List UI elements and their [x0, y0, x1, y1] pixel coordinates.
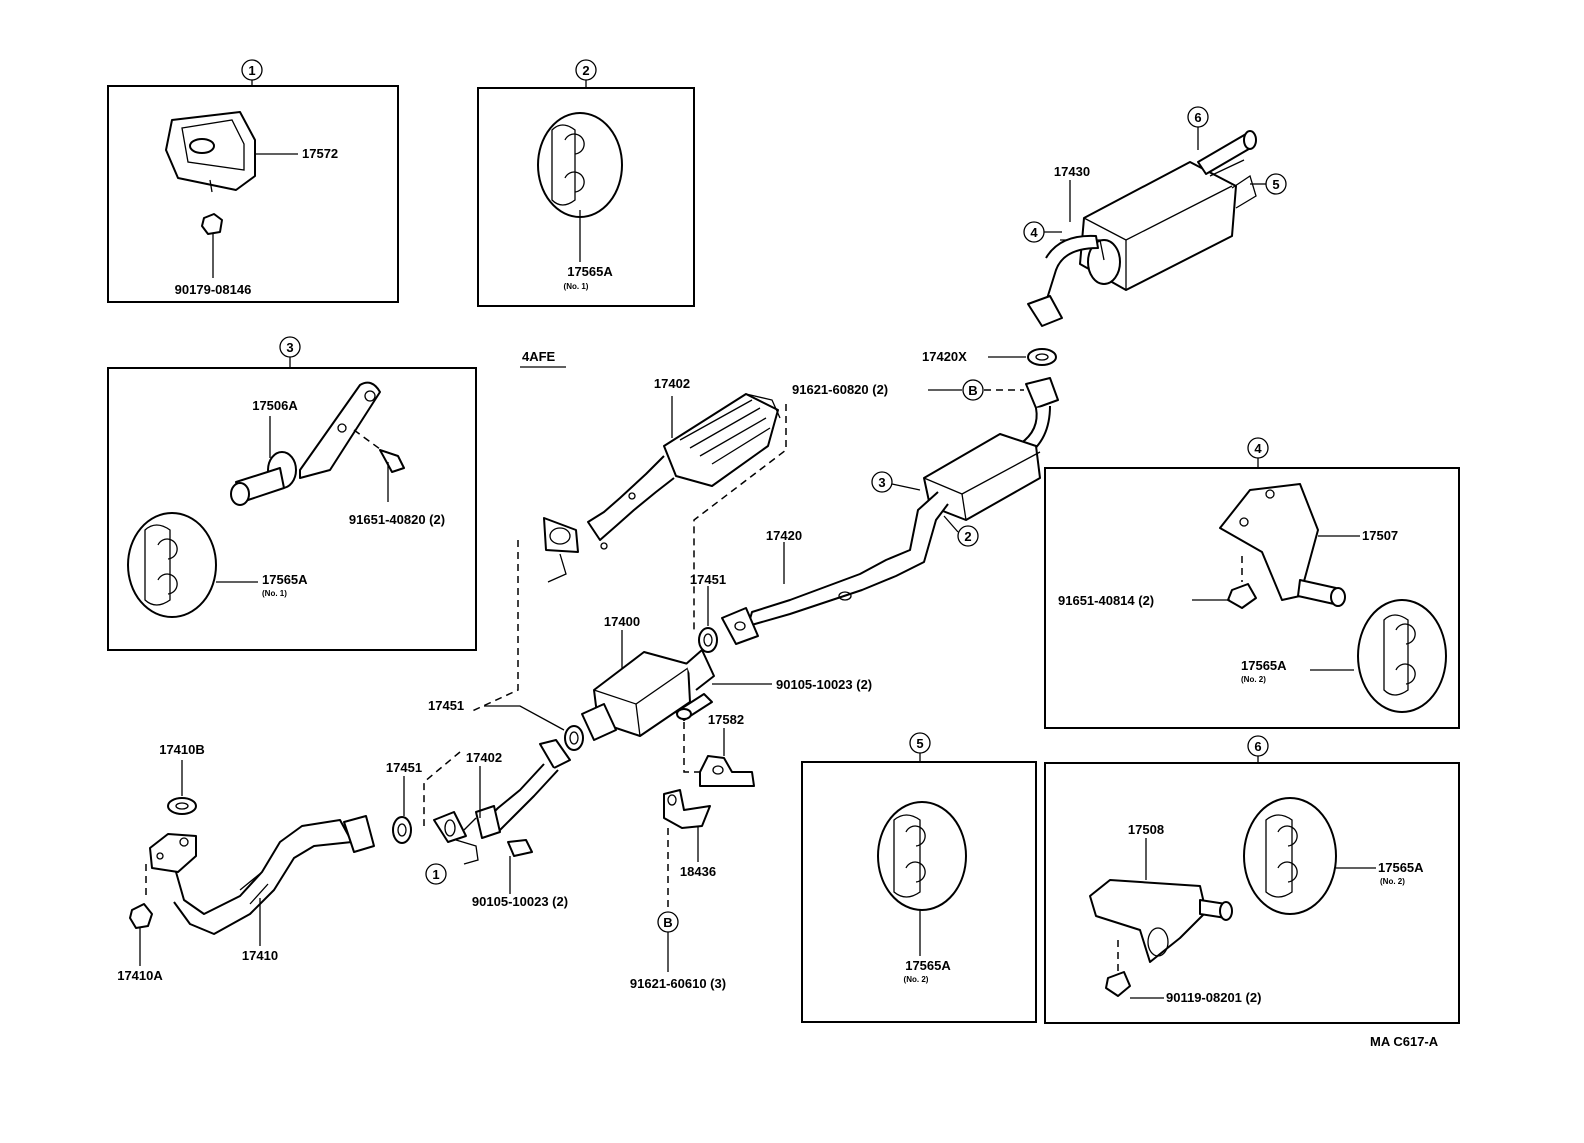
bracket-18436-drawing: [663, 789, 711, 829]
label-17565A-box6: 17565A: [1378, 860, 1424, 875]
bracket-17582-drawing: [699, 755, 755, 787]
label-17451-c: 17451: [386, 760, 422, 775]
label-17402-low: 17402: [466, 750, 502, 765]
bolt-90119-08201-drawing: [1105, 940, 1131, 997]
label-17506A: 17506A: [252, 398, 298, 413]
box-3-frame: [107, 367, 477, 651]
label-17451-a: 17451: [690, 572, 726, 587]
callout-3-number: 3: [286, 340, 293, 355]
label-17508: 17508: [1128, 822, 1164, 837]
callout-5-number: 5: [916, 736, 923, 751]
callout-6-number: 6: [1254, 739, 1261, 754]
tail-muffler-17430-drawing: [1027, 130, 1257, 327]
label-17565A-box4: 17565A: [1241, 658, 1287, 673]
label-17420: 17420: [766, 528, 802, 543]
rubber-hanger-17565A-box6-drawing: [1243, 797, 1337, 915]
nut-17410A-drawing: [129, 903, 153, 929]
nut-90179-drawing: [201, 213, 223, 235]
callout-1-main: 1: [432, 867, 439, 882]
label-91651-40820: 91651-40820 (2): [349, 512, 445, 527]
label-90105-10023-a: 90105-10023 (2): [776, 677, 872, 692]
rubber-hanger-17565A-box3-drawing: [127, 512, 217, 618]
callout-4-main: 4: [1030, 225, 1038, 240]
callout-2-number: 2: [582, 63, 589, 78]
bracket-17507-drawing: [1219, 483, 1346, 607]
label-91621-60820: 91621-60820 (2): [792, 382, 888, 397]
figure-code: MA C617-A: [1370, 1034, 1439, 1049]
engine-variant-label: 4AFE: [522, 349, 556, 364]
gasket-17410B-drawing: [167, 797, 197, 815]
note-box3: (No. 1): [262, 589, 287, 598]
label-17565A-box5: 17565A: [905, 958, 951, 973]
note-box2: (No. 1): [564, 282, 589, 291]
label-17410B: 17410B: [159, 742, 205, 757]
rubber-hanger-17565A-drawing: [537, 112, 623, 218]
label-17582: 17582: [708, 712, 744, 727]
label-90179-08146: 90179-08146: [175, 282, 252, 297]
gasket-17451-c-drawing: [392, 816, 412, 844]
note-box4: (No. 2): [1241, 675, 1266, 684]
label-17565A-box2: 17565A: [567, 264, 613, 279]
bolt-90105-b-drawing: [507, 839, 533, 857]
box-2-frame: [477, 87, 695, 307]
label-17400: 17400: [604, 614, 640, 629]
callout-5-main: 5: [1272, 177, 1279, 192]
bracket-17508-drawing: [1089, 879, 1233, 963]
label-17572: 17572: [302, 146, 338, 161]
detail-box-5: 5 17565A (No. 2): [801, 732, 1037, 1023]
front-pipe-17402-lower-drawing: [433, 739, 571, 865]
catalytic-converter-17400-drawing: [581, 649, 715, 741]
label-17402-top: 17402: [654, 376, 690, 391]
label-90105-10023-b: 90105-10023 (2): [472, 894, 568, 909]
gasket-17451-a-drawing: [698, 627, 718, 653]
label-91651-40814: 91651-40814 (2): [1058, 593, 1154, 608]
note-box6: (No. 2): [1380, 877, 1405, 886]
callout-2-main: 2: [964, 529, 971, 544]
detail-box-3: 3 17506A 91651-40820 (2) 17565A (No. 1): [107, 336, 477, 651]
box-5-frame: [801, 761, 1037, 1023]
ref-letter-b-bottom: B: [663, 915, 672, 930]
bracket-17506A-drawing: [230, 381, 381, 506]
gasket-17451-b-drawing: [564, 725, 584, 751]
center-pipe-17420-drawing: [721, 377, 1059, 645]
detail-box-6: 6 17508 17565A (No. 2) 90119-08201 (2): [1044, 735, 1460, 1024]
label-17420X: 17420X: [922, 349, 967, 364]
label-17410: 17410: [242, 948, 278, 963]
label-18436: 18436: [680, 864, 716, 879]
box-6-frame: [1044, 762, 1460, 1024]
label-17507: 17507: [1362, 528, 1398, 543]
label-91621-60610: 91621-60610 (3): [630, 976, 726, 991]
gasket-17420X-drawing: [1027, 348, 1057, 366]
label-17565A-box3: 17565A: [262, 572, 308, 587]
bolt-91651-40814-drawing: [1227, 556, 1257, 609]
detail-box-4: 4 17507 91651-40814 (2) 17565A (No. 2): [1044, 437, 1460, 729]
detail-box-1: 1 17572 90179-08146: [107, 59, 399, 303]
bolt-91651-40820-drawing: [353, 429, 405, 502]
callout-4-number: 4: [1254, 441, 1262, 456]
converter-17402-top-drawing: [543, 393, 781, 583]
rubber-hanger-17565A-box5-drawing: [877, 801, 967, 911]
box-4-frame: [1044, 467, 1460, 729]
label-17451-b: 17451: [428, 698, 464, 713]
callout-3-main: 3: [878, 475, 885, 490]
note-box5: (No. 2): [904, 975, 929, 984]
ref-letter-b-top: B: [968, 383, 977, 398]
rubber-hanger-17565A-box4-drawing: [1357, 599, 1447, 713]
detail-box-2: 2 17565A (No. 1): [477, 59, 695, 307]
callout-6-main: 6: [1194, 110, 1201, 125]
callout-1-number: 1: [248, 63, 255, 78]
label-90119-08201: 90119-08201 (2): [1166, 990, 1261, 1005]
exhaust-pipe-17410-drawing: [145, 815, 375, 935]
box-1-frame: [107, 85, 399, 303]
label-17430: 17430: [1054, 164, 1090, 179]
bolt-90105-a-drawing: [675, 693, 713, 721]
label-17410A: 17410A: [117, 968, 163, 983]
exhaust-hanger-17572-drawing: [165, 111, 256, 193]
